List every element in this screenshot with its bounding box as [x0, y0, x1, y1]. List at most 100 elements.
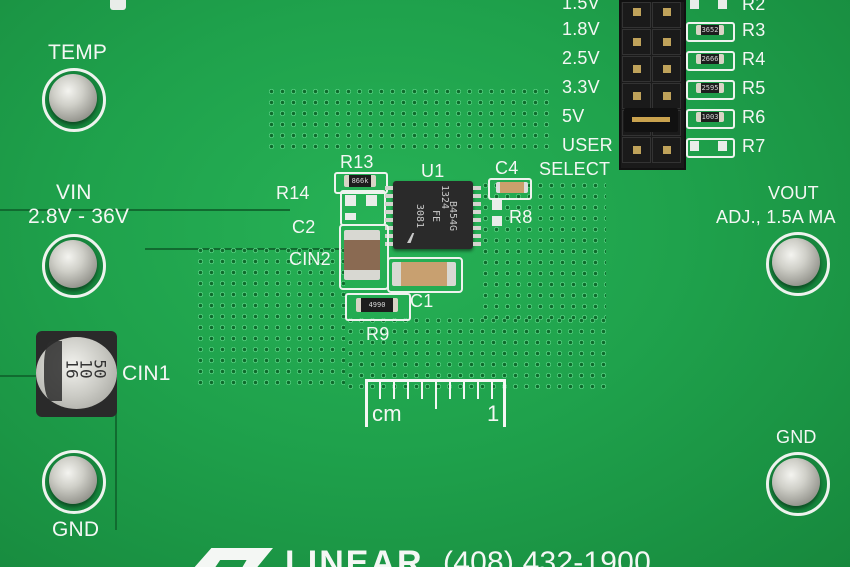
header-cell	[622, 29, 651, 55]
r13-label: R13	[340, 152, 374, 172]
vin-terminal[interactable]	[49, 240, 97, 288]
jumper-5v[interactable]	[624, 108, 678, 132]
temp-terminal[interactable]	[49, 74, 97, 122]
r14-pad-a	[345, 195, 356, 206]
r3-code: 3652	[701, 26, 719, 34]
ic-pin	[385, 242, 393, 246]
ic-pin	[385, 186, 393, 190]
c4-outline	[488, 178, 532, 200]
ruler-tick	[379, 379, 381, 399]
ic-pin	[473, 234, 481, 238]
c2-outline	[340, 190, 386, 226]
c1-outline	[387, 257, 463, 293]
ruler-tick-end	[503, 379, 506, 427]
user-label: USER	[562, 135, 613, 155]
ic-marking-3081: 3081	[414, 203, 426, 229]
gnd-right-terminal[interactable]	[772, 458, 820, 506]
header-pin	[663, 65, 671, 73]
r6-code: 1003	[701, 113, 719, 121]
r9-label: R9	[366, 324, 390, 344]
header-cell	[652, 137, 681, 163]
cin1-marking-50: 50	[90, 359, 110, 379]
r8-label: R8	[509, 207, 533, 227]
brand-name: LINEAR	[285, 544, 424, 567]
ic-pin	[385, 202, 393, 206]
header-pin	[633, 8, 641, 16]
header-cell	[652, 2, 681, 28]
cin2-label: CIN2	[289, 249, 331, 269]
r14-label: R14	[276, 183, 310, 203]
vout-label: VOUT	[768, 183, 819, 203]
header-cell	[652, 56, 681, 82]
r8-pad-a	[492, 200, 502, 210]
u1-label: U1	[421, 161, 445, 181]
linear-logo-icon	[407, 233, 415, 243]
cin1-electrolytic-capacitor: 16 10 50	[36, 331, 117, 417]
ruler-tick	[491, 379, 493, 399]
ic-pin	[473, 226, 481, 230]
via-array-center	[345, 315, 607, 390]
header-cell	[622, 56, 651, 82]
ruler-one-label: 1	[487, 401, 500, 426]
header-cell	[652, 29, 681, 55]
phone-number: (408) 432-1900	[443, 546, 651, 567]
r9-outline	[345, 293, 411, 321]
r13-code: 866k	[351, 177, 369, 185]
cin-trace	[115, 375, 117, 530]
top-edge-pad	[110, 0, 126, 10]
gnd-left-terminal[interactable]	[49, 456, 97, 504]
header-pin	[633, 38, 641, 46]
ic-pin	[385, 234, 393, 238]
gnd-right-label: GND	[776, 427, 817, 447]
r4-outline	[686, 51, 735, 71]
linear-logo-mark-icon	[185, 548, 273, 567]
via-array-top	[266, 86, 552, 152]
r3-resistor: 3652	[696, 25, 724, 35]
r2-pad-a	[690, 0, 699, 9]
voltage-label-3v3: 3.3V	[562, 77, 600, 97]
u1-ic: 1324 3081 FE B454G	[393, 181, 473, 249]
ruler-tick-mid	[435, 379, 437, 409]
c1-label: C1	[410, 291, 434, 311]
r13-outline	[334, 172, 388, 194]
r7-pad-b	[718, 141, 727, 151]
r5-code: 2595	[701, 84, 719, 92]
cin-trace-h	[0, 375, 40, 377]
ic-pin	[385, 194, 393, 198]
ic-pin	[473, 202, 481, 206]
ic-pin	[473, 194, 481, 198]
voltage-label-2v5: 2.5V	[562, 48, 600, 68]
temp-label: TEMP	[48, 41, 108, 64]
c1-capacitor	[392, 262, 456, 286]
cin2-capacitor	[344, 230, 380, 280]
ruler-cm-label: cm	[372, 401, 402, 426]
vin-label: VIN	[56, 181, 92, 204]
vout-spec-label: ADJ., 1.5A MA	[716, 207, 836, 227]
r7-pad-a	[690, 141, 699, 151]
r13-resistor: 866k	[344, 175, 376, 187]
cin1-label: CIN1	[122, 362, 171, 385]
r9-resistor: 4990	[356, 298, 398, 312]
r7-label: R7	[742, 136, 766, 156]
vout-terminal[interactable]	[772, 238, 820, 286]
r14-pad-b	[366, 195, 377, 206]
gnd-left-label: GND	[52, 518, 100, 541]
header-cell	[622, 2, 651, 28]
r7-outline	[686, 138, 735, 158]
ic-pin	[385, 218, 393, 222]
voltage-label-5v: 5V	[562, 106, 585, 126]
ruler-tick	[463, 379, 465, 399]
c4-capacitor	[496, 182, 528, 193]
ic-marking-fe: FE	[430, 209, 442, 223]
vin-range-label: 2.8V - 36V	[28, 205, 130, 228]
ruler-tick-0	[365, 379, 368, 427]
header-pin	[633, 92, 641, 100]
r6-outline	[686, 109, 735, 129]
r5-label: R5	[742, 78, 766, 98]
r2-pad-b	[718, 0, 727, 9]
ic-pin	[473, 218, 481, 222]
header-pin	[633, 146, 641, 154]
header-pin	[633, 65, 641, 73]
header-pin	[663, 146, 671, 154]
